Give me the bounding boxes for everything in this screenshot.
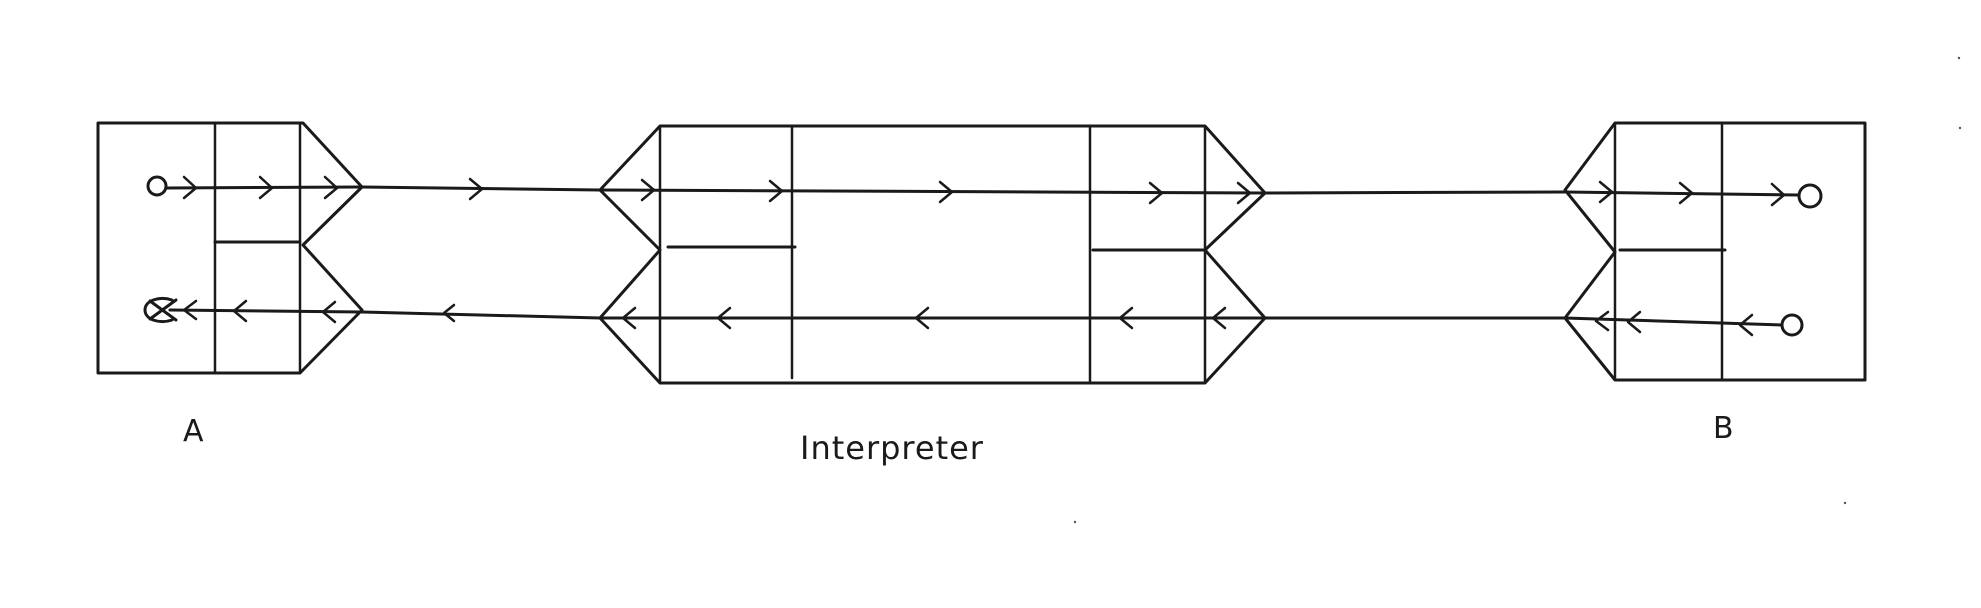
- top-channel: [146, 175, 1823, 209]
- arrow-left-icon: [232, 299, 248, 323]
- box-a: [96, 121, 364, 375]
- label-b: B: [1713, 411, 1735, 446]
- box-interpreter: [598, 124, 1267, 385]
- arrow-left-icon: [914, 306, 930, 330]
- bottom-line-a: [168, 308, 364, 314]
- arrow-right-icon: [1598, 180, 1614, 204]
- box-a-outline: [96, 121, 364, 375]
- arrow-right-icon: [1770, 182, 1786, 207]
- arrow-left-icon: [621, 306, 637, 330]
- top-line-b: [1563, 190, 1800, 197]
- arrow-left-icon: [442, 303, 456, 323]
- top-line-interpreter: [598, 188, 1267, 195]
- box-b: [1563, 121, 1867, 382]
- box-a-wedge-top: [301, 185, 364, 247]
- label-interpreter: Interpreter: [800, 429, 984, 467]
- source-b-circle: [1780, 313, 1804, 337]
- interpreter-outline: [598, 124, 1267, 385]
- scan-speck: [1843, 501, 1847, 505]
- box-b-outline: [1563, 121, 1867, 382]
- arrow-right-icon: [1236, 181, 1252, 205]
- arrow-left-icon: [1594, 310, 1610, 332]
- arrow-right-icon: [1148, 181, 1164, 205]
- arrow-right-icon: [468, 177, 484, 201]
- arrow-right-icon: [182, 175, 198, 200]
- arrow-left-icon: [1626, 310, 1642, 334]
- scan-speck: [1958, 126, 1962, 130]
- arrow-left-icon: [1118, 306, 1134, 330]
- bottom-line-b: [1563, 316, 1784, 327]
- label-a: A: [183, 414, 205, 449]
- arrow-right-icon: [938, 180, 954, 204]
- arrow-left-icon: [1738, 313, 1754, 337]
- scan-speck: [1073, 520, 1077, 524]
- bottom-channel: [143, 296, 1804, 337]
- top-line-a: [164, 185, 364, 190]
- scan-speck: [1957, 56, 1961, 60]
- sink-a-mark: [143, 296, 178, 324]
- arrow-left-icon: [321, 300, 337, 324]
- sink-b-circle: [1797, 183, 1823, 209]
- arrow-right-icon: [258, 175, 274, 200]
- top-line-gap-right: [1263, 190, 1567, 195]
- bottom-line-gap-left: [360, 310, 602, 320]
- arrow-left-icon: [1211, 306, 1227, 330]
- arrow-right-icon: [323, 175, 339, 200]
- arrow-left-icon: [182, 299, 198, 321]
- arrow-right-icon: [768, 179, 784, 203]
- arrow-left-icon: [716, 306, 732, 330]
- source-a-circle: [146, 175, 168, 197]
- arrow-right-icon: [640, 178, 656, 202]
- arrow-right-icon: [1678, 181, 1694, 205]
